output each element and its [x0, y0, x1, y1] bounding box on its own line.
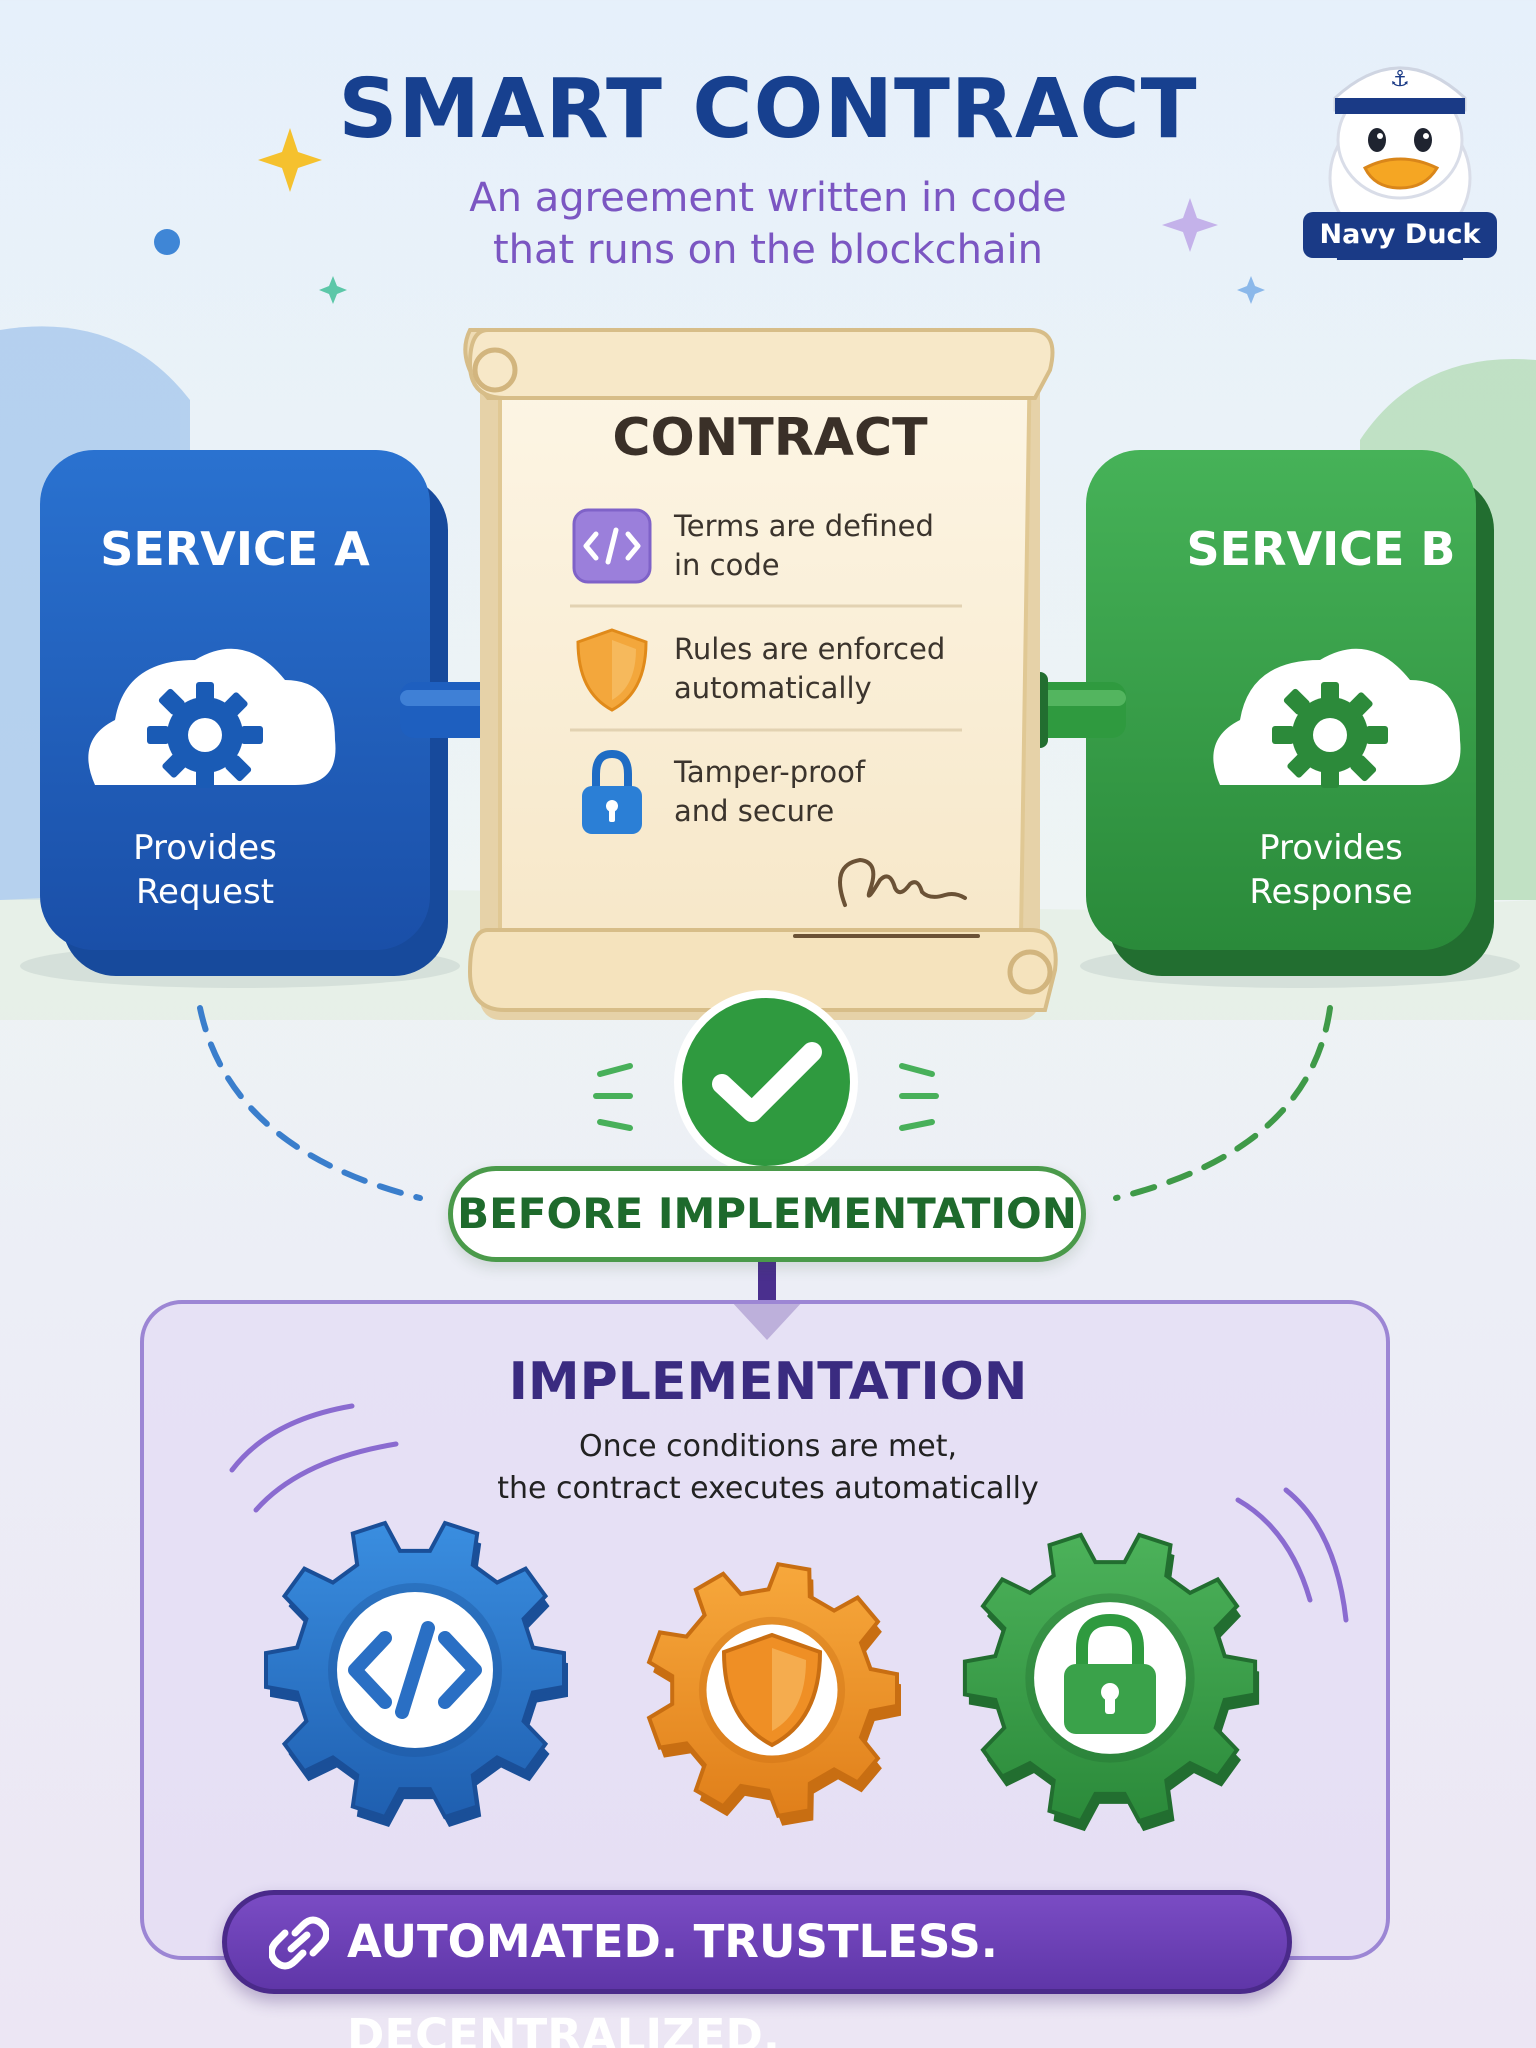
- page-title: SMART CONTRACT: [338, 62, 1198, 157]
- sparkle-icon: [1162, 198, 1218, 252]
- implementation-desc-line-1: Once conditions are met,: [578, 1429, 958, 1464]
- dashed-connector-right: [1113, 1005, 1333, 1201]
- service-a-title: SERVICE A: [100, 522, 370, 576]
- subtitle-line-2: that runs on the blockchain: [493, 227, 1043, 273]
- contract-term-3-line-2: and secure: [674, 794, 835, 828]
- motion-lines-icon: [229, 1403, 1349, 1623]
- lock-icon: [582, 749, 642, 834]
- cloud-gear-icon: [1213, 648, 1461, 788]
- code-icon: [572, 508, 652, 584]
- subtitle-line-1: An agreement written in code: [469, 175, 1067, 221]
- contract-term-1-line-2: in code: [674, 548, 780, 582]
- before-implementation-badge: BEFORE IMPLEMENTATION: [448, 1166, 1086, 1262]
- contract-term: Rules are enforced automatically: [674, 630, 974, 708]
- svg-text:⚓: ⚓: [1390, 67, 1410, 92]
- service-b-title: SERVICE B: [1186, 522, 1456, 576]
- sparkle-icon: [258, 128, 322, 192]
- contract-term: Terms are defined in code: [674, 507, 974, 585]
- implementation-description: Once conditions are met, the contract ex…: [0, 1426, 1536, 1510]
- service-b-text-line-2: Response: [1249, 872, 1413, 912]
- contract-term-2-line-1: Rules are enforced: [674, 632, 946, 666]
- dashed-connector-left: [197, 1005, 423, 1201]
- sparkle-icon: [319, 276, 347, 304]
- chain-link-icon: [269, 1916, 329, 1970]
- service-a-text-line-1: Provides: [133, 828, 277, 868]
- implementation-title: IMPLEMENTATION: [508, 1352, 1028, 1412]
- contract-scroll: [463, 328, 1058, 1020]
- mascot-label: Navy Duck: [1303, 212, 1497, 258]
- dot-decoration: [154, 229, 180, 255]
- shield-icon: [576, 628, 648, 712]
- service-a-card: [20, 450, 460, 988]
- service-b-text-line-1: Provides: [1259, 828, 1403, 868]
- contract-term-1-line-1: Terms are defined: [674, 509, 934, 543]
- contract-title: CONTRACT: [612, 408, 928, 468]
- cloud-gear-icon: [88, 648, 336, 788]
- checkmark-icon: [593, 990, 939, 1174]
- contract-term: Tamper-proof and secure: [674, 753, 974, 831]
- sparkle-icon: [1237, 276, 1265, 304]
- contract-term-3-line-1: Tamper-proof: [674, 755, 866, 789]
- shield-icon: [721, 1632, 823, 1748]
- tagline-banner: AUTOMATED. TRUSTLESS. DECENTRALIZED.: [222, 1890, 1292, 2048]
- service-a-text-line-2: Request: [135, 872, 275, 912]
- service-b-card: [1080, 450, 1520, 988]
- service-b-text: Provides Response: [1166, 826, 1496, 914]
- service-a-text: Provides Request: [40, 826, 370, 914]
- tagline-text: AUTOMATED. TRUSTLESS. DECENTRALIZED.: [347, 1915, 998, 2048]
- signature-icon: [793, 857, 980, 938]
- lock-icon: [1064, 1613, 1156, 1734]
- contract-term-2-line-2: automatically: [674, 671, 872, 705]
- page-subtitle: An agreement written in code that runs o…: [0, 172, 1536, 276]
- implementation-desc-line-2: the contract executes automatically: [497, 1471, 1039, 1506]
- sailor-duck-icon: ⚓: [1328, 66, 1472, 260]
- code-icon: [348, 1621, 482, 1719]
